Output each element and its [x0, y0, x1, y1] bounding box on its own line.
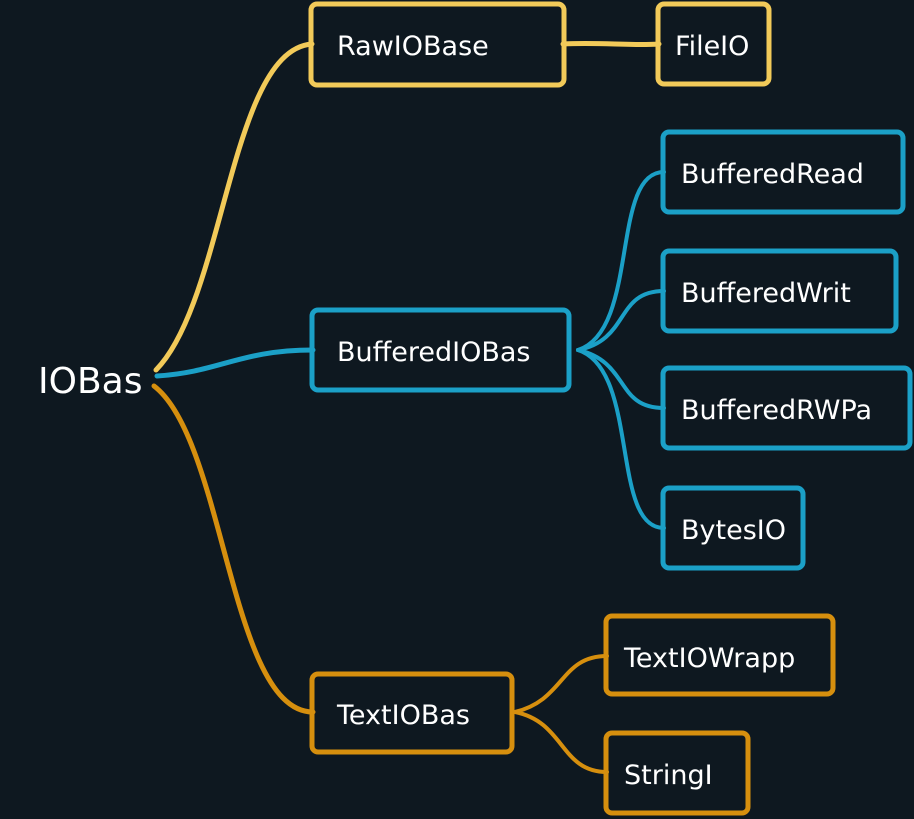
connector-textiobas-textiowrapp	[513, 654, 609, 714]
node-box	[660, 248, 899, 334]
node-label: BytesIO	[681, 515, 786, 546]
connector-bufferediobas-bufferedread	[576, 170, 666, 352]
connector-root-textiobas	[151, 383, 316, 715]
node-bytesio[interactable]: BytesIO	[660, 485, 806, 571]
connector-rawiobase-fileio	[560, 40, 662, 48]
node-box	[660, 365, 913, 451]
connector-textiobas-stringi	[513, 710, 609, 774]
connector-root-rawiobase	[153, 41, 315, 373]
node-label: StringI	[624, 760, 713, 791]
connector-bufferediobas-bufferedrwpa	[576, 348, 666, 410]
node-fileio[interactable]: FileIO	[655, 1, 772, 87]
node-bufferedwrit[interactable]: BufferedWrit	[660, 248, 899, 334]
connector-root-bufferediobas	[154, 347, 316, 379]
connector-bufferediobas-bufferedwrit	[576, 289, 666, 352]
node-textiowrapp[interactable]: TextIOWrapp	[603, 613, 836, 697]
node-label: FileIO	[675, 31, 749, 62]
root-node[interactable]: IOBas	[38, 361, 142, 402]
node-bufferedrwpa[interactable]: BufferedRWPa	[660, 365, 913, 451]
node-label: TextIOBas	[336, 700, 470, 731]
connector-bufferediobas-bytesio	[576, 348, 666, 530]
node-box	[660, 129, 906, 215]
node-box	[308, 1, 567, 88]
node-box	[309, 307, 572, 393]
node-box	[655, 1, 772, 87]
node-label: BufferedIOBas	[337, 337, 530, 368]
node-label: BufferedRead	[681, 159, 864, 190]
node-rawiobase[interactable]: RawIOBase	[308, 1, 567, 88]
node-bufferedread[interactable]: BufferedRead	[660, 129, 906, 215]
node-textiobas[interactable]: TextIOBas	[309, 671, 515, 755]
node-label: BufferedWrit	[681, 278, 851, 309]
node-stringi[interactable]: StringI	[603, 730, 751, 816]
root-label: IOBas	[38, 361, 142, 402]
node-label: TextIOWrapp	[623, 643, 795, 674]
node-box	[309, 671, 515, 755]
node-box	[603, 730, 751, 816]
node-box	[603, 613, 836, 697]
node-label: RawIOBase	[337, 31, 489, 62]
node-box	[660, 485, 806, 571]
connectors	[151, 40, 666, 774]
node-label: BufferedRWPa	[681, 395, 872, 426]
node-bufferediobas[interactable]: BufferedIOBas	[309, 307, 572, 393]
